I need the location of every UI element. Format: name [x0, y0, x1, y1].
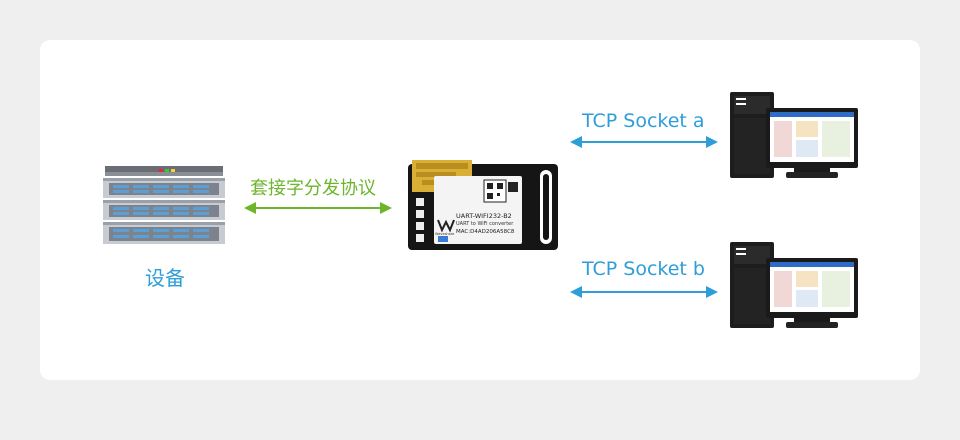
computer-a-icon [730, 90, 860, 182]
module-mac-text: MAC:D4AD206A58C8 [456, 229, 515, 235]
computer-b-icon [730, 240, 860, 332]
module-model-text: UART-WIFI232-B2 [456, 212, 512, 220]
tcp-socket-b-label: TCP Socket b [582, 258, 705, 280]
tcp-socket-a-label: TCP Socket a [582, 110, 705, 132]
device-label: 设备 [145, 266, 185, 290]
module-brand-text: Waveshare [435, 232, 455, 236]
server-rack-icon [103, 166, 225, 246]
wifi-module-icon [408, 160, 558, 252]
protocol-label: 套接字分发协议 [250, 178, 376, 199]
tcp-socket-b-arrow [570, 284, 718, 300]
tcp-socket-a-arrow [570, 134, 718, 150]
module-subtitle-text: UART to WiFi converter [456, 221, 514, 227]
protocol-double-arrow [244, 200, 392, 216]
